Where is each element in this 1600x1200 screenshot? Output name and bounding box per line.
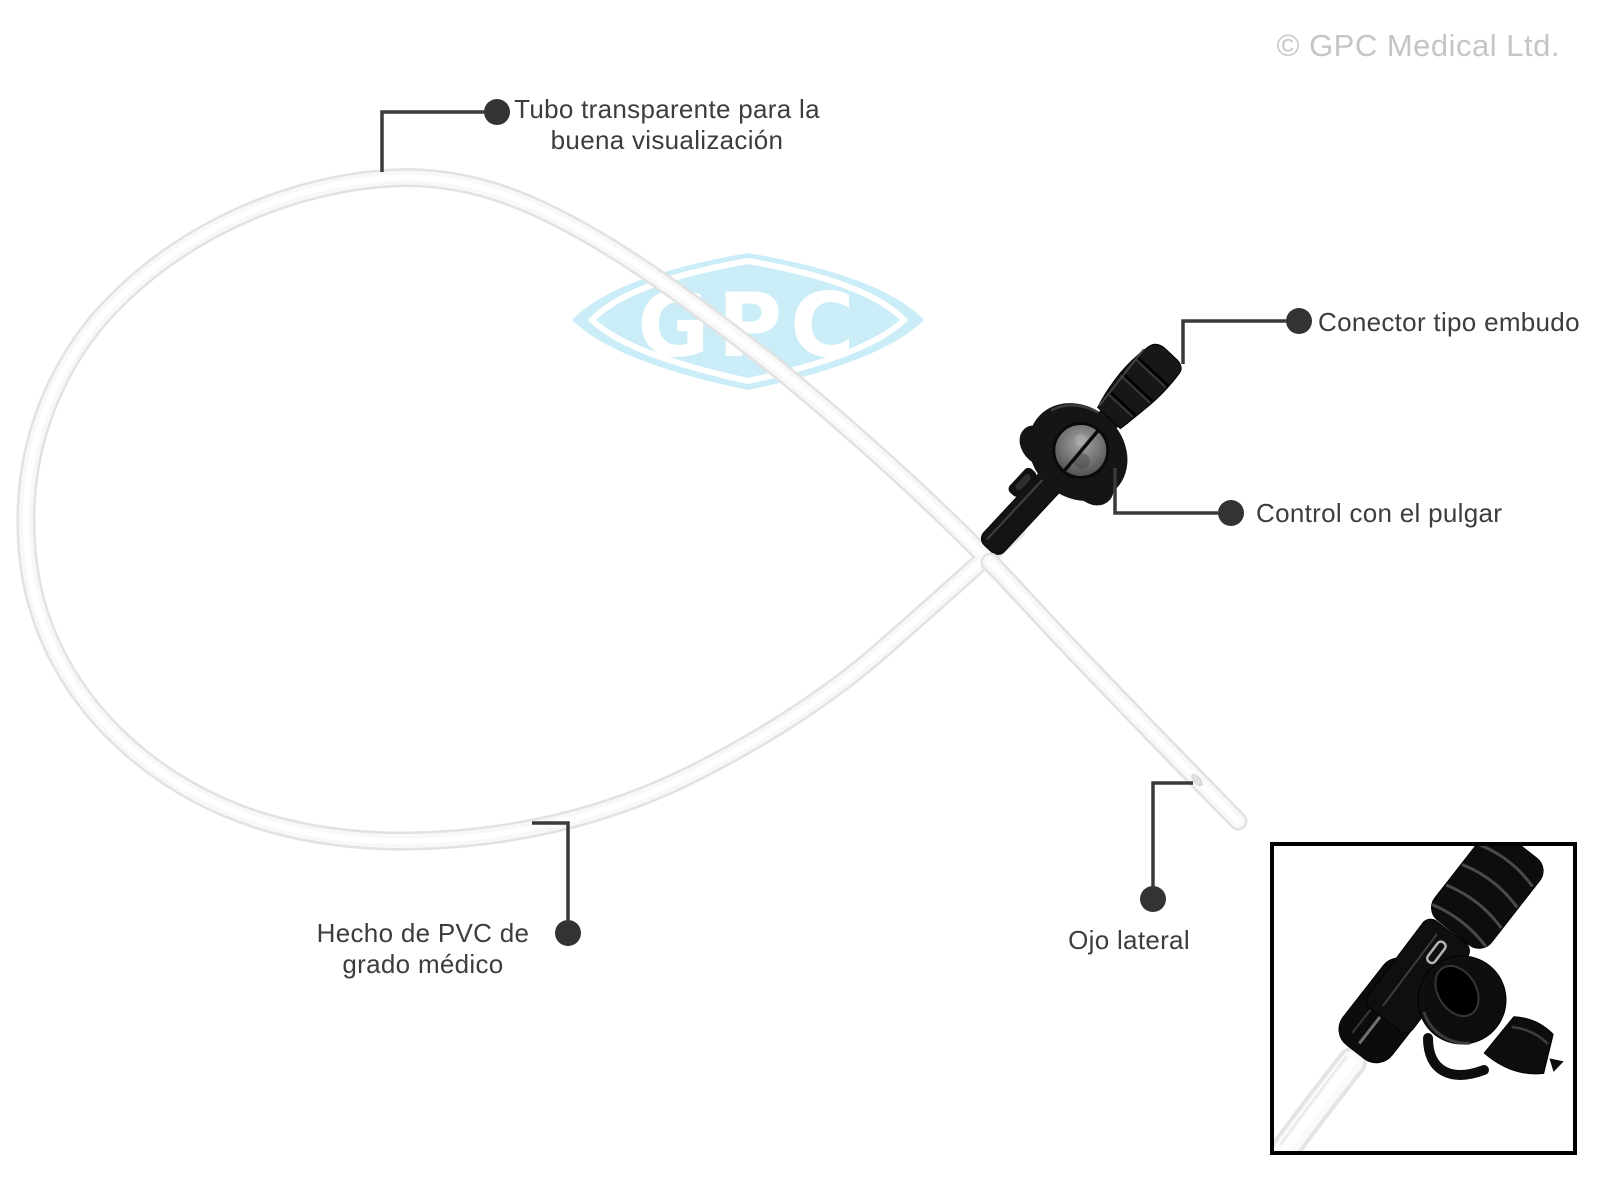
leader-dot xyxy=(1218,500,1244,526)
leader-lines xyxy=(380,110,1286,920)
inset-cap xyxy=(1483,1016,1564,1075)
leader-dots xyxy=(484,99,1312,946)
label-line: grado médico xyxy=(342,949,504,979)
gpc-logo: GPC xyxy=(572,253,924,390)
leader-thumb-control xyxy=(1113,468,1218,515)
inset-cap-strap xyxy=(1423,1033,1489,1080)
leader-dot xyxy=(555,920,581,946)
logo-inner-outline xyxy=(587,257,909,385)
label-line: buena visualización xyxy=(550,125,784,155)
label-thumb-control: Control con el pulgar xyxy=(1256,498,1503,528)
leader-dot xyxy=(1140,886,1166,912)
inset-valve-disc xyxy=(1417,955,1507,1045)
inset-tube xyxy=(1274,1047,1367,1151)
inset-body xyxy=(1366,918,1470,1034)
inset-funnel xyxy=(1431,846,1544,949)
leader-side-eye xyxy=(1151,781,1193,886)
label-funnel-connector: Conector tipo embudo xyxy=(1318,307,1580,337)
leader-funnel xyxy=(1181,319,1286,364)
leader-material xyxy=(532,821,570,920)
label-side-eye: Ojo lateral xyxy=(1068,925,1190,955)
catheter-tip-strand xyxy=(980,552,1248,831)
funnel-connector xyxy=(1097,343,1182,430)
leader-dot xyxy=(484,99,510,125)
copyright-watermark: © GPC Medical Ltd. xyxy=(1276,28,1560,63)
inset-photo xyxy=(1270,842,1577,1155)
side-eye-hole xyxy=(1191,773,1203,787)
label-line: Hecho de PVC de xyxy=(316,918,530,948)
catheter-tube xyxy=(16,168,1248,851)
leader-dot xyxy=(1286,308,1312,334)
thumb-control-connector xyxy=(980,343,1182,555)
label-transparent-tube: Tubo transparente para la buena visualiz… xyxy=(483,94,851,156)
label-line: Tubo transparente para la xyxy=(514,94,820,124)
leader-tube xyxy=(380,110,484,172)
label-material: Hecho de PVC de grado médico xyxy=(296,918,550,980)
